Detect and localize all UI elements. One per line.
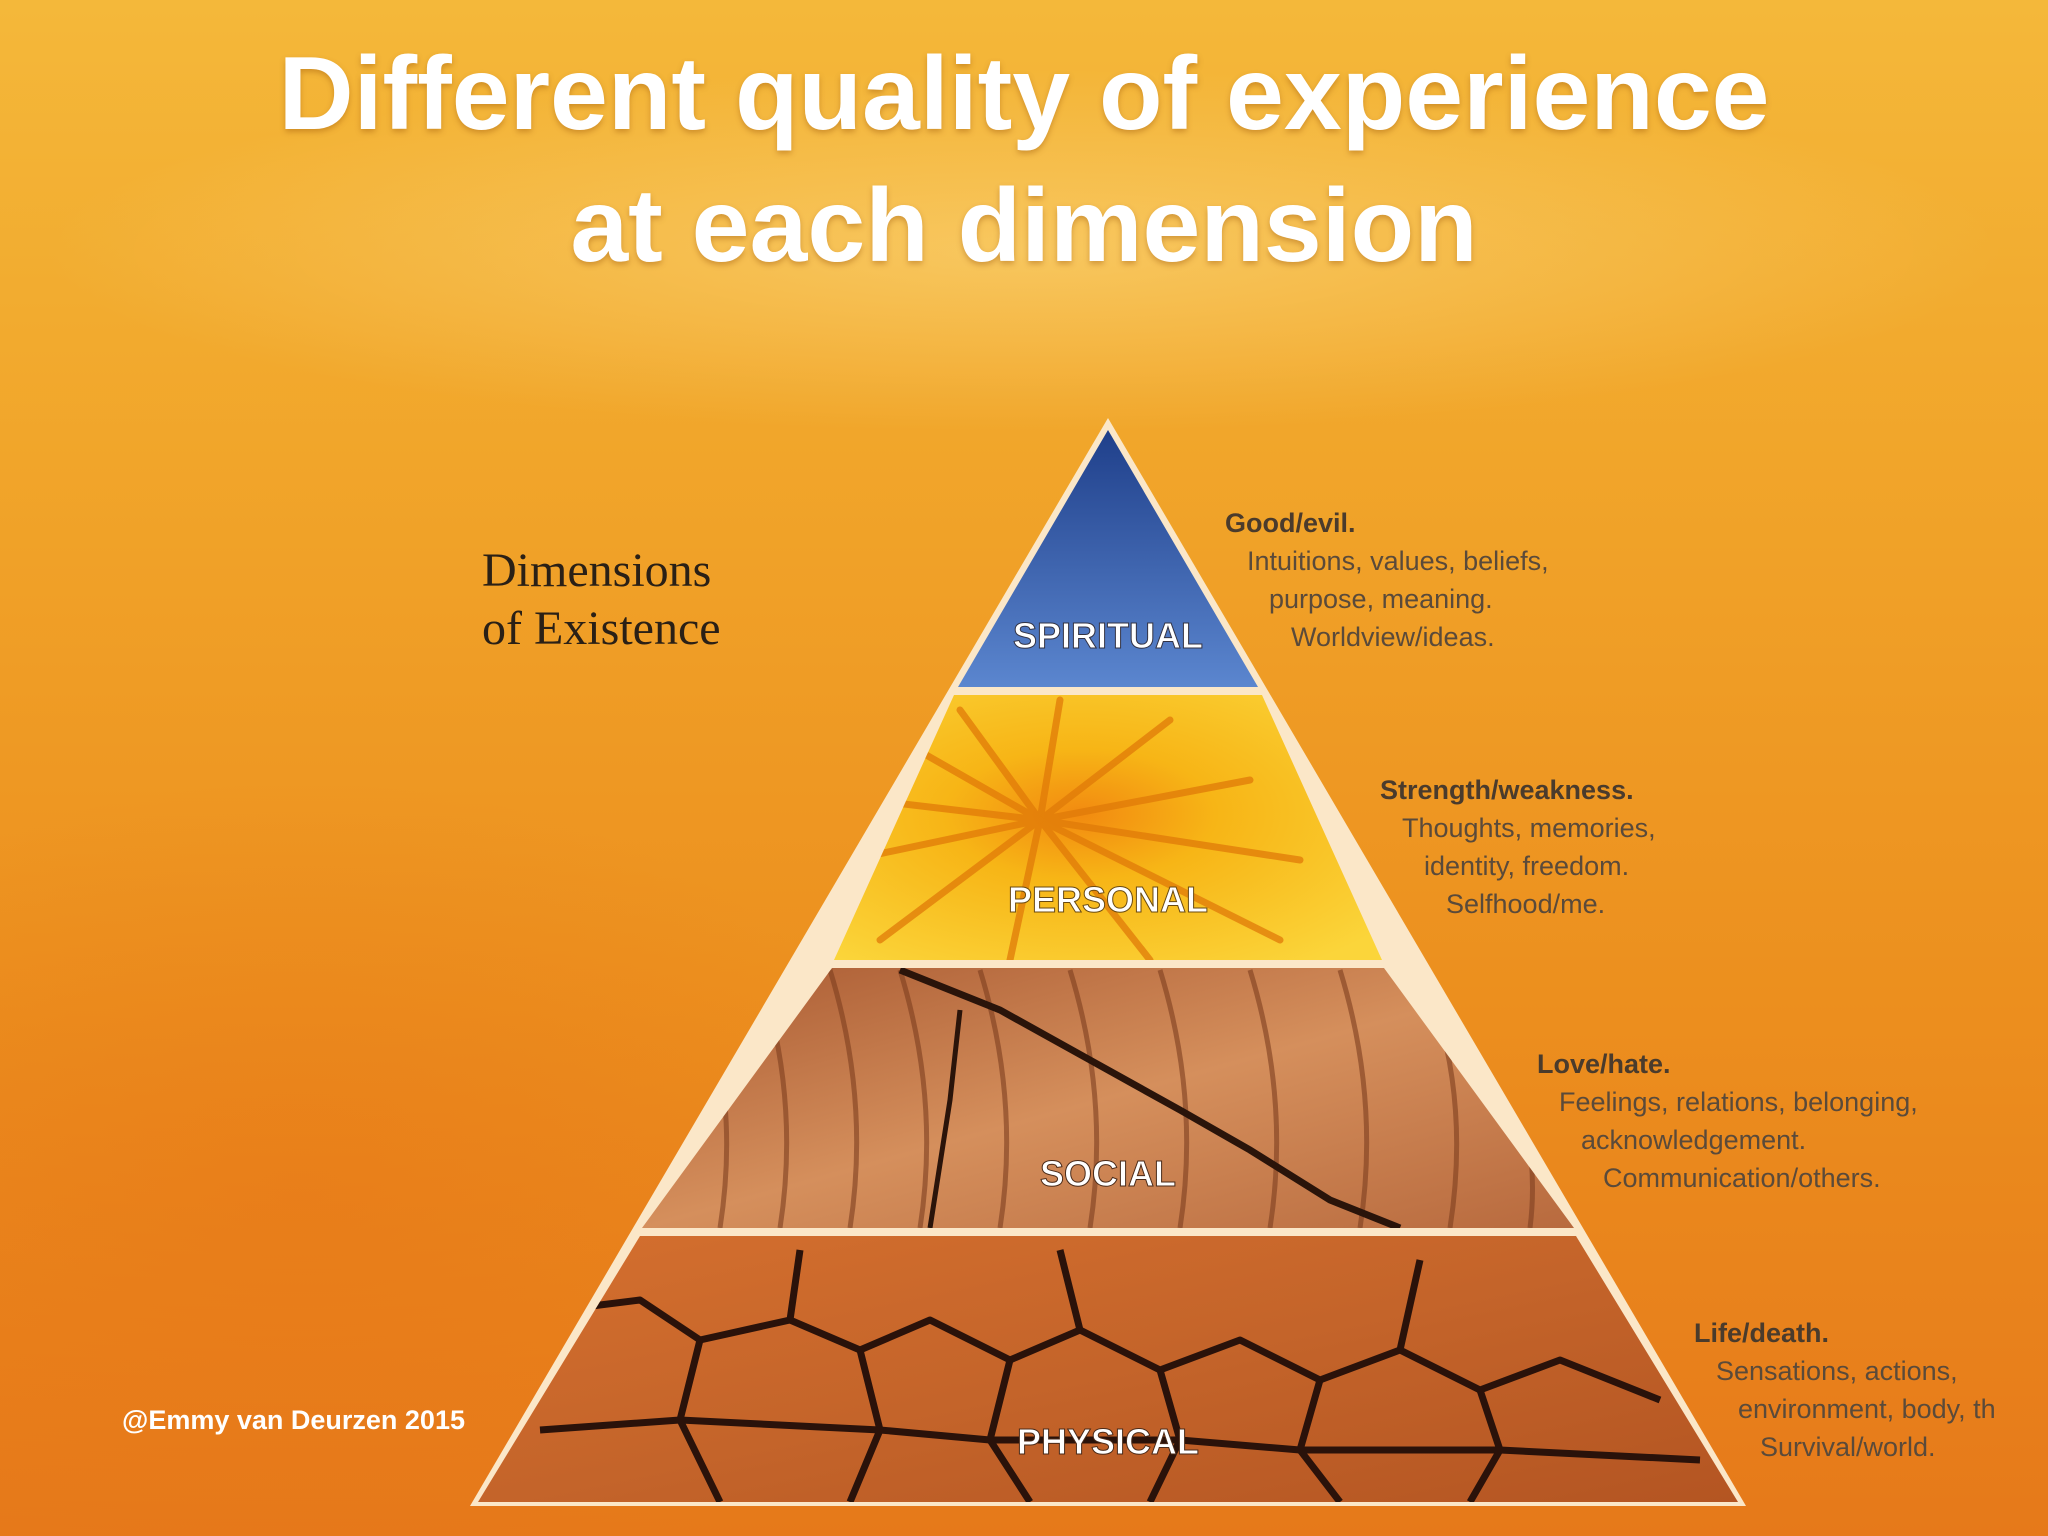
social-head: Love/hate. — [1537, 1049, 1671, 1079]
slide-title-line-2: at each dimension — [570, 168, 1478, 284]
spiritual-line: Worldview/ideas. — [1291, 622, 1495, 652]
social-line: acknowledgement. — [1581, 1125, 1807, 1155]
spiritual-label: SPIRITUAL — [1013, 615, 1203, 656]
physical-label: PHYSICAL — [1017, 1421, 1199, 1462]
physical-head: Life/death. — [1694, 1318, 1830, 1348]
physical-description: Life/death. Sensations, actions, environ… — [1694, 1314, 2048, 1466]
spiritual-line: purpose, meaning. — [1269, 584, 1493, 614]
personal-description: Strength/weakness. Thoughts, memories, i… — [1380, 771, 1656, 923]
personal-head: Strength/weakness. — [1380, 775, 1634, 805]
physical-line: Sensations, actions, — [1716, 1356, 1958, 1386]
physical-level — [478, 1236, 1738, 1502]
personal-line: Selfhood/me. — [1446, 889, 1606, 919]
social-label: SOCIAL — [1040, 1153, 1176, 1194]
personal-level — [834, 695, 1382, 960]
spiritual-head: Good/evil. — [1225, 508, 1356, 538]
spiritual-description: Good/evil. Intuitions, values, beliefs, … — [1225, 504, 1549, 656]
physical-line: environment, body, th — [1738, 1394, 1996, 1424]
personal-line: Thoughts, memories, — [1402, 813, 1656, 843]
social-line: Feelings, relations, belonging, — [1559, 1087, 1918, 1117]
diagram-heading: Dimensions of Existence — [482, 542, 822, 658]
physical-line: Survival/world. — [1760, 1432, 1936, 1462]
social-level — [642, 968, 1574, 1228]
social-line: Communication/others. — [1603, 1163, 1881, 1193]
personal-line: identity, freedom. — [1424, 851, 1630, 881]
diagram-heading-line-1: Dimensions — [482, 544, 712, 597]
spiritual-level — [958, 430, 1258, 687]
spiritual-line: Intuitions, values, beliefs, — [1247, 546, 1549, 576]
personal-label: PERSONAL — [1008, 879, 1208, 920]
copyright-notice: @Emmy van Deurzen 2015 — [122, 1405, 465, 1435]
diagram-heading-line-2: of Existence — [482, 602, 721, 655]
pyramid-outline — [470, 418, 1746, 1506]
slide-title-line-1: Different quality of experience — [278, 36, 1770, 152]
social-description: Love/hate. Feelings, relations, belongin… — [1537, 1045, 1918, 1197]
